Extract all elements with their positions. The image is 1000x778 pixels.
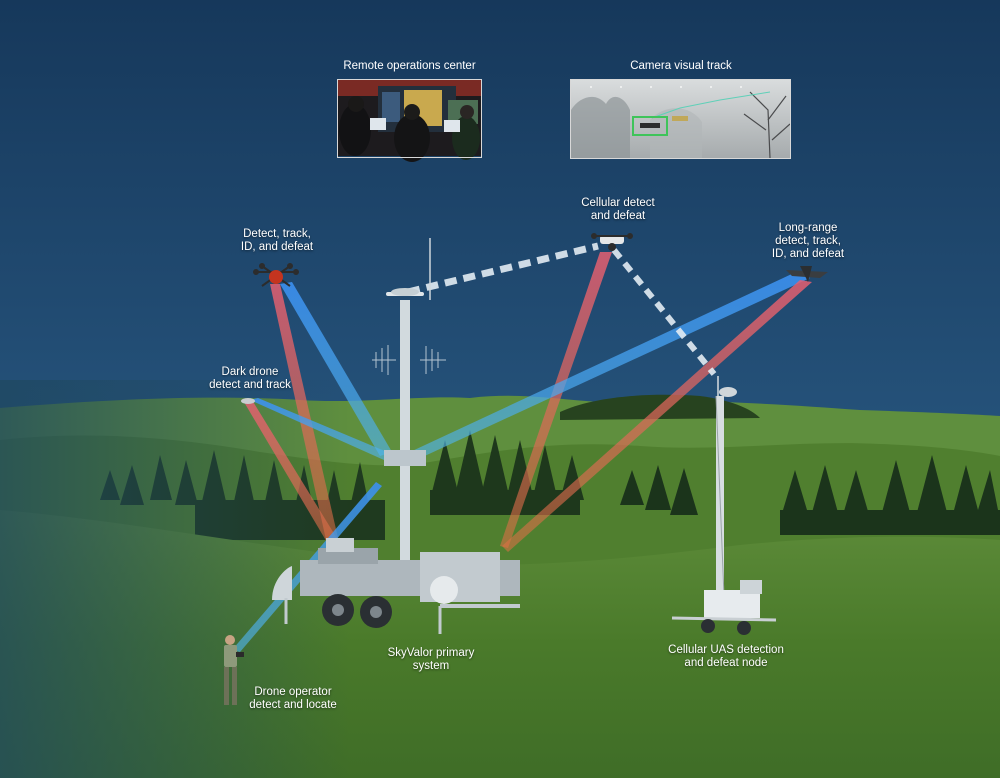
label-cellular-node: Cellular UAS detection and defeat node [668,644,784,669]
sensor-beams [232,242,812,652]
link-mast-to-drone [407,242,599,296]
label-cellular-detect-defeat: Cellular detect and defeat [581,197,655,222]
beam-dark-red [244,400,338,544]
drone-detect-icon [253,263,299,287]
skyvalor-system-graphic [272,238,520,634]
drone-operator-figure [224,635,244,705]
remote-ops-photo [338,80,481,162]
camera-track-title: Camera visual track [630,60,732,72]
beam-dark-blue [250,398,392,460]
drone-longrange-icon [786,266,828,282]
drone-dark-icon [241,398,255,404]
beam-detect-blue [280,282,392,456]
remote-ops-title: Remote operations center [343,60,476,72]
beam-detect-red [270,284,338,540]
drone-cellular-icon [591,233,633,251]
label-dark-drone: Dark drone detect and track [209,366,291,391]
label-drone-operator: Drone operator detect and locate [249,686,337,711]
beam-longrange-red [502,280,812,552]
label-detect-track-id-defeat: Detect, track, ID, and defeat [240,228,314,253]
label-long-range: Long-range detect, track, ID, and defeat [771,222,845,260]
remote-ops-frame [337,79,482,158]
camera-track-frame [570,79,791,159]
camera-track-photo [571,80,791,159]
beam-cellular-red [500,252,612,548]
link-drone-to-node [611,248,717,376]
cellular-node-graphic [671,376,777,635]
label-skyvalor: SkyValor primary system [387,647,475,672]
beam-longrange-blue [410,272,810,460]
